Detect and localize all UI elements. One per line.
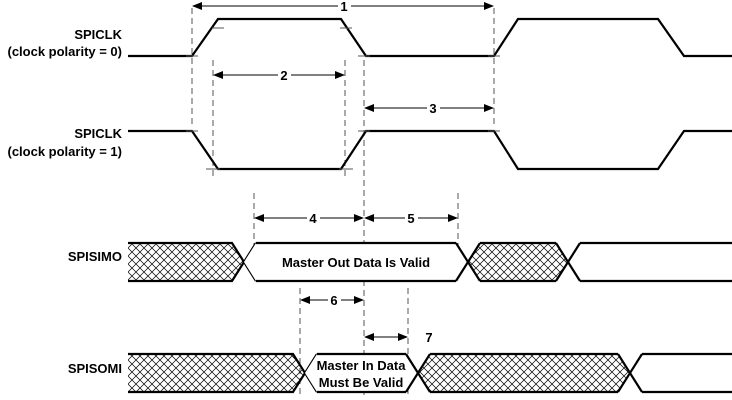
guide-lines	[191, 8, 495, 395]
data-window-labels: Master Out Data Is Valid Master In Data …	[282, 255, 430, 390]
signal-label-spisimo: SPISIMO	[68, 249, 122, 264]
timing-label-2: 2	[280, 68, 287, 83]
spisomi-waveform	[128, 352, 732, 394]
signal-label-spiclk-pol0: SPICLK	[74, 27, 122, 42]
master-out-label: Master Out Data Is Valid	[282, 255, 430, 270]
signal-label-spiclk-pol0-note: (clock polarity = 0)	[7, 44, 122, 59]
signal-label-spiclk-pol1: SPICLK	[74, 126, 122, 141]
timing-label-3: 3	[429, 101, 436, 116]
spiclk-pol0-waveform	[128, 17, 732, 58]
timing-label-7: 7	[425, 330, 432, 345]
signal-label-spiclk-pol1-note: (clock polarity = 1)	[7, 144, 122, 159]
signal-label-spisomi: SPISOMI	[68, 361, 122, 376]
spisimo-waveform	[128, 241, 732, 283]
timing-label-4: 4	[309, 211, 317, 226]
timing-numbers: 1 2 3 4 5 6 7	[278, 0, 440, 345]
timing-label-6: 6	[330, 293, 337, 308]
timing-label-1: 1	[340, 0, 347, 14]
timing-label-5: 5	[407, 211, 414, 226]
master-in-label-line1: Master In Data	[317, 358, 407, 373]
signal-labels: SPICLK (clock polarity = 0) SPICLK (cloc…	[7, 27, 122, 376]
master-in-label-line2: Must Be Valid	[319, 375, 404, 390]
spiclk-pol1-waveform	[128, 129, 732, 171]
